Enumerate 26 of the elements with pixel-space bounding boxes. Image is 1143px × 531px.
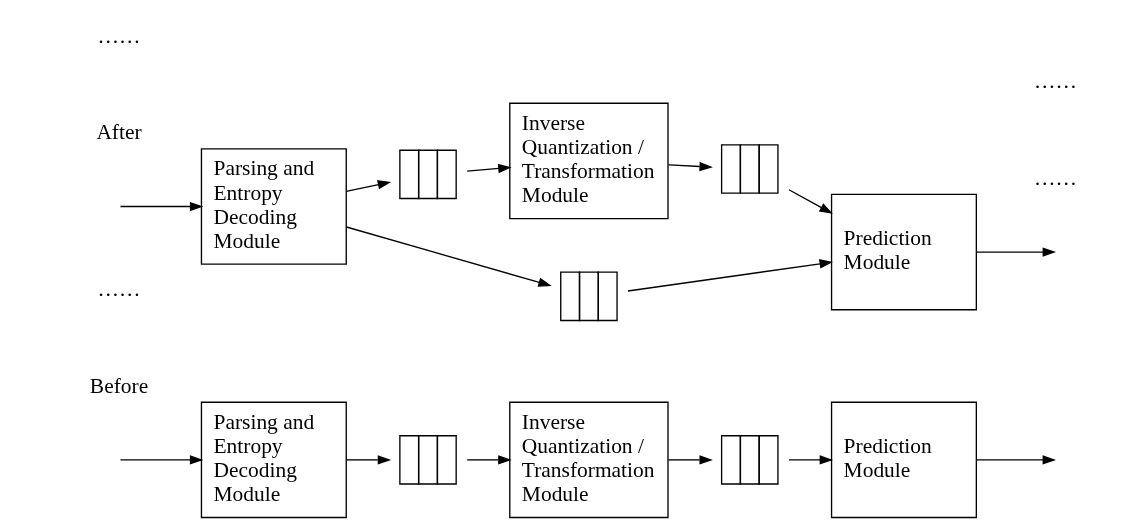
node-box: Parsing and Entropy Decoding Module (200, 148, 347, 265)
arrow (975, 247, 1056, 257)
arrow (975, 455, 1056, 465)
arrow (626, 259, 833, 292)
label: …… (1033, 69, 1077, 94)
arrow (787, 189, 833, 214)
label: …… (97, 23, 140, 48)
arrow (466, 163, 512, 174)
node-box: Prediction Module (830, 401, 977, 519)
node-box: Prediction Module (830, 193, 977, 311)
node-box: Inverse Quantization / Transformation Module (508, 102, 669, 220)
arrow (787, 455, 833, 465)
arrow (667, 161, 713, 172)
label: …… (1033, 165, 1077, 190)
label: Before (89, 373, 148, 398)
arrow (345, 180, 391, 193)
arrow (345, 226, 552, 287)
label: …… (97, 277, 140, 302)
label: After (95, 120, 142, 145)
arrow (667, 455, 713, 465)
arrow (345, 455, 391, 465)
arrow (119, 455, 203, 465)
arrow (119, 201, 203, 212)
node-box: Parsing and Entropy Decoding Module (200, 401, 347, 519)
node-box: Inverse Quantization / Transformation Module (508, 401, 669, 519)
arrow (466, 455, 512, 465)
